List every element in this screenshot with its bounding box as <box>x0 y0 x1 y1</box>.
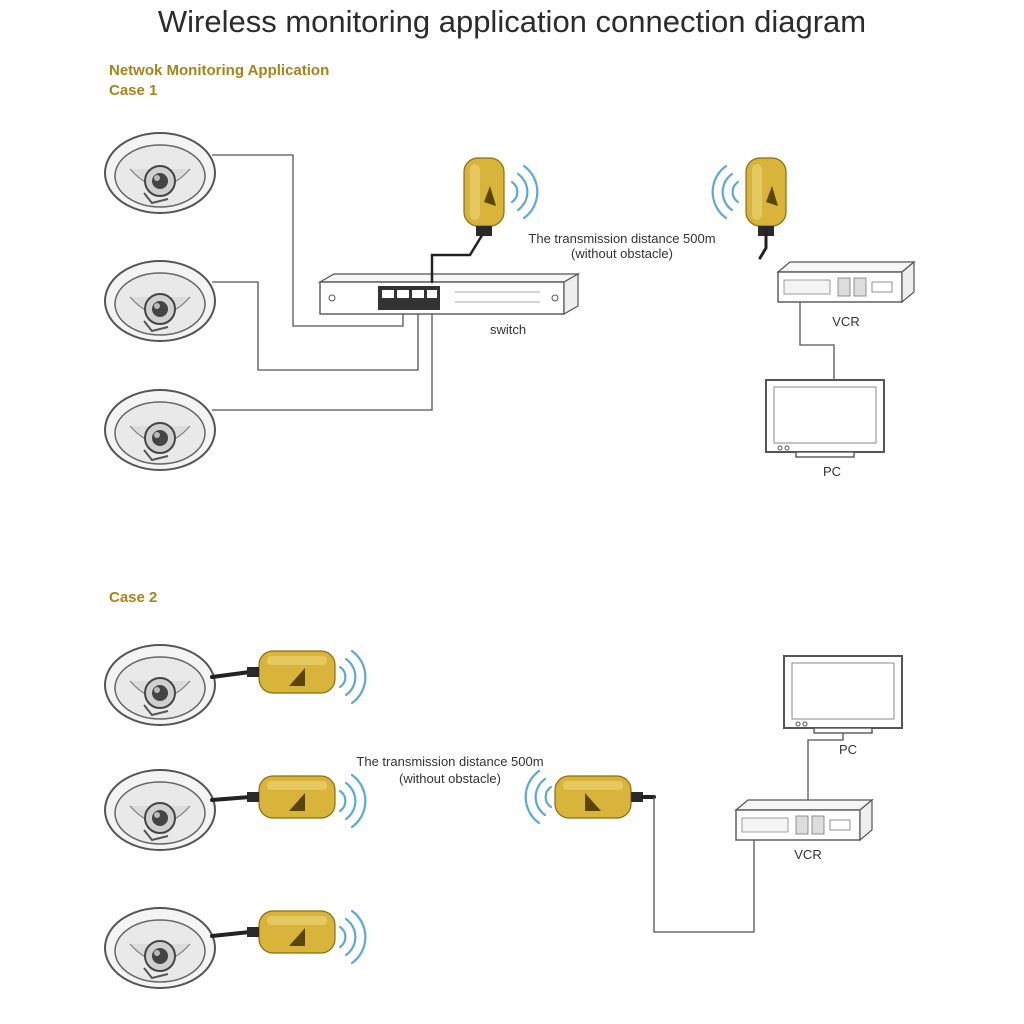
receiver-vcr-wire <box>653 797 755 933</box>
camera-cable <box>210 930 252 938</box>
pc-vcr-wire <box>807 733 844 800</box>
distance-note: (without obstacle) <box>399 771 501 786</box>
camera-icon <box>104 389 216 471</box>
switch-label: switch <box>489 322 527 337</box>
signal-waves-icon <box>711 164 740 220</box>
camera-icon <box>104 644 216 726</box>
signal-waves-icon <box>338 649 367 705</box>
vcr-label: VCR <box>794 847 822 862</box>
vcr-icon <box>735 799 873 841</box>
case1-heading: Case 1 <box>109 82 158 99</box>
camera-cable <box>210 795 252 802</box>
vcr-label: VCR <box>832 314 860 329</box>
monitor-icon <box>765 379 885 458</box>
diagram-title: Wireless monitoring application connecti… <box>157 4 867 39</box>
signal-waves-icon <box>338 909 367 965</box>
section-heading: Netwok Monitoring Application <box>109 62 330 79</box>
camera-icon <box>104 260 216 342</box>
transmitter-icon <box>246 910 336 954</box>
pc-label: PC <box>822 464 842 479</box>
signal-waves-icon <box>510 164 539 220</box>
distance-note: (without obstacle) <box>571 246 673 261</box>
camera-icon <box>104 132 216 214</box>
distance-label: The transmission distance 500m <box>356 754 544 769</box>
transmitter-icon <box>246 775 336 819</box>
receiver-icon <box>745 157 787 237</box>
vcr-icon <box>777 261 915 303</box>
camera-3-wire <box>212 305 433 411</box>
camera-1-wire <box>212 154 404 327</box>
switch-icon <box>317 272 581 316</box>
pc-label: PC <box>838 742 858 757</box>
monitor-icon <box>783 655 903 734</box>
case2-heading: Case 2 <box>109 589 158 606</box>
camera-icon <box>104 907 216 989</box>
receiver-icon <box>554 775 644 819</box>
distance-label: The transmission distance 500m <box>528 231 716 246</box>
camera-icon <box>104 769 216 851</box>
transmitter-icon <box>246 650 336 694</box>
switch-transmitter-cable <box>430 230 486 284</box>
transmitter-icon <box>463 157 505 237</box>
camera-2-wire <box>212 281 419 371</box>
vcr-pc-wire <box>799 302 835 380</box>
receiver-cable <box>758 230 768 260</box>
camera-cable <box>210 670 252 679</box>
